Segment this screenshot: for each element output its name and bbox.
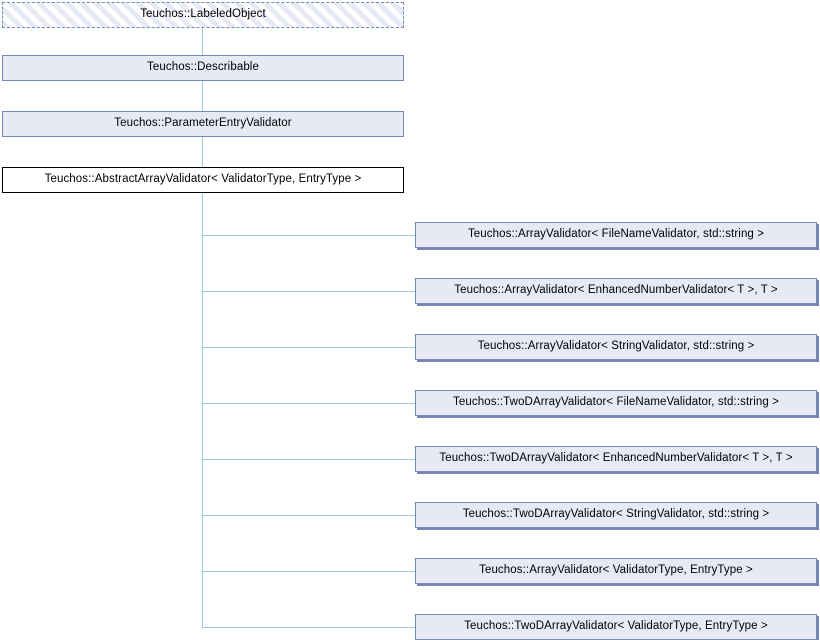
inheritance-link-horizontal	[202, 571, 415, 572]
inheritance-link-horizontal	[202, 459, 415, 460]
class-node-array-validator-filename[interactable]: Teuchos::ArrayValidator< FileNameValidat…	[415, 222, 817, 248]
class-node-labeled-object[interactable]: Teuchos::LabeledObject	[2, 2, 404, 28]
class-node-twodarray-validator-enhancednumber[interactable]: Teuchos::TwoDArrayValidator< EnhancedNum…	[415, 446, 817, 472]
class-node-array-validator-string[interactable]: Teuchos::ArrayValidator< StringValidator…	[415, 334, 817, 360]
class-node-label: Teuchos::ArrayValidator< FileNameValidat…	[467, 228, 765, 241]
class-node-label: Teuchos::TwoDArrayValidator< FileNameVal…	[453, 396, 779, 409]
class-node-parameter-entry-validator[interactable]: Teuchos::ParameterEntryValidator	[2, 111, 404, 137]
class-node-label: Teuchos::ArrayValidator< EnhancedNumberV…	[454, 284, 778, 297]
inheritance-link-vertical	[202, 81, 203, 111]
class-node-label: Teuchos::LabeledObject	[140, 8, 266, 21]
class-node-label: Teuchos::Describable	[147, 61, 259, 74]
inheritance-link-horizontal	[202, 515, 415, 516]
inheritance-link-horizontal	[202, 403, 415, 404]
class-node-label: Teuchos::AbstractArrayValidator< Validat…	[44, 173, 362, 186]
class-node-twodarray-validator-generic[interactable]: Teuchos::TwoDArrayValidator< ValidatorTy…	[415, 614, 817, 640]
class-node-label: Teuchos::ArrayValidator< ValidatorType, …	[479, 564, 753, 577]
class-node-label: Teuchos::ArrayValidator< StringValidator…	[477, 340, 755, 353]
inheritance-link-vertical	[202, 137, 203, 167]
class-node-twodarray-validator-filename[interactable]: Teuchos::TwoDArrayValidator< FileNameVal…	[415, 390, 817, 416]
inheritance-link-horizontal	[202, 347, 415, 348]
class-node-describable[interactable]: Teuchos::Describable	[2, 55, 404, 81]
inheritance-link-vertical	[202, 28, 203, 55]
class-node-label: Teuchos::ParameterEntryValidator	[114, 117, 292, 130]
class-node-label: Teuchos::TwoDArrayValidator< StringValid…	[462, 508, 770, 521]
class-node-twodarray-validator-string[interactable]: Teuchos::TwoDArrayValidator< StringValid…	[415, 502, 817, 528]
inheritance-trunk-line	[202, 193, 203, 627]
class-node-abstract-array-validator[interactable]: Teuchos::AbstractArrayValidator< Validat…	[2, 167, 404, 193]
class-node-array-validator-enhancednumber[interactable]: Teuchos::ArrayValidator< EnhancedNumberV…	[415, 278, 817, 304]
inheritance-link-horizontal	[202, 235, 415, 236]
inheritance-link-horizontal	[202, 291, 415, 292]
class-node-array-validator-generic[interactable]: Teuchos::ArrayValidator< ValidatorType, …	[415, 558, 817, 584]
class-node-label: Teuchos::TwoDArrayValidator< EnhancedNum…	[439, 452, 793, 465]
inheritance-link-horizontal	[202, 627, 415, 628]
class-node-label: Teuchos::TwoDArrayValidator< ValidatorTy…	[464, 620, 768, 633]
